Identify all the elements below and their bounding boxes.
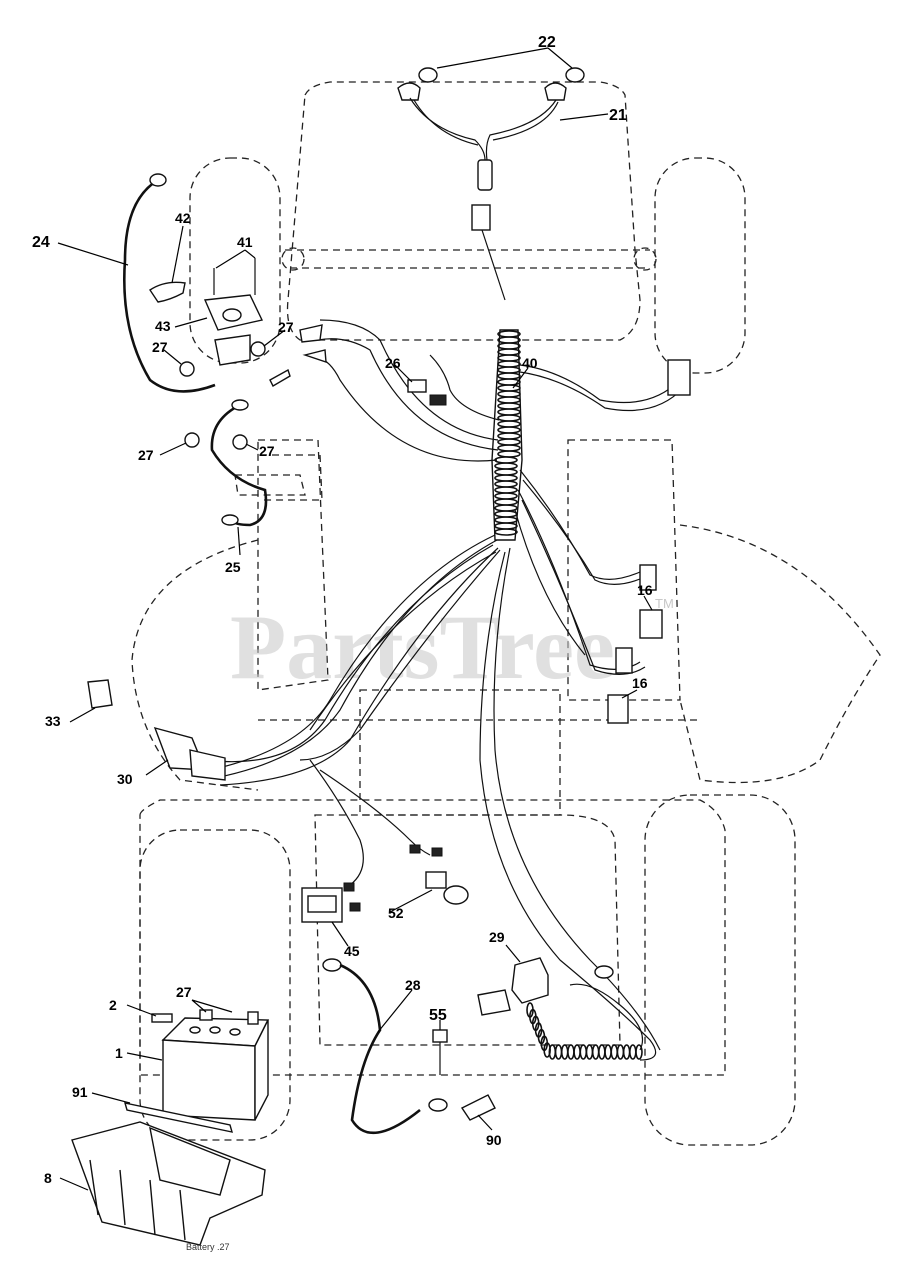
battery-1 — [151, 1009, 270, 1121]
strap-91 — [124, 1102, 233, 1133]
coil-loop — [560, 1044, 569, 1060]
coil-loop — [598, 1044, 606, 1060]
switch-33 — [87, 679, 113, 709]
callout-55: 55 — [429, 1007, 447, 1024]
headlight-assembly — [397, 67, 585, 301]
coil-loop — [567, 1044, 575, 1060]
callout-27-c: 27 — [138, 447, 154, 463]
coil-loop — [635, 1044, 643, 1060]
callout-2: 2 — [109, 997, 117, 1013]
callout-41: 41 — [237, 234, 253, 250]
battery-tray-8 — [71, 1121, 266, 1246]
solenoid-29 — [477, 957, 614, 1016]
starter-connector-30 — [153, 726, 226, 781]
callout-22: 22 — [538, 34, 556, 51]
callout-91: 91 — [72, 1084, 88, 1100]
coil-loop — [616, 1044, 625, 1060]
solenoid-assembly — [123, 173, 327, 527]
callout-1: 1 — [115, 1045, 123, 1061]
hour-meter-45 — [301, 887, 343, 923]
coil-loop — [585, 1044, 594, 1060]
coil-loop — [591, 1044, 600, 1060]
harness-bundle — [204, 319, 691, 1061]
callout-25: 25 — [225, 559, 241, 575]
callout-33: 33 — [45, 713, 61, 729]
callout-27-e: 27 — [176, 984, 192, 1000]
callout-16-a: 16 — [637, 582, 653, 598]
coil-loop — [573, 1044, 581, 1060]
callout-27-d: 27 — [259, 443, 275, 459]
callout-30: 30 — [117, 771, 133, 787]
coil-loop — [622, 1044, 631, 1060]
coiled-lead — [526, 1002, 643, 1060]
coil-loop — [554, 1044, 563, 1060]
callout-27-a: 27 — [278, 319, 294, 335]
callout-29: 29 — [489, 929, 505, 945]
coil-loop — [604, 1044, 612, 1060]
callout-90: 90 — [486, 1132, 502, 1148]
callout-21: 21 — [609, 107, 627, 124]
partstree-watermark: PartsTree — [230, 596, 615, 698]
lamp-52 — [343, 844, 469, 912]
callout-42: 42 — [175, 210, 191, 226]
callout-28: 28 — [405, 977, 421, 993]
connector-26 — [407, 379, 447, 406]
bolt-55 — [432, 1029, 448, 1075]
callout-16-b: 16 — [632, 675, 648, 691]
coil-loop — [629, 1044, 637, 1060]
coil-loop — [610, 1044, 619, 1060]
callout-40: 40 — [522, 355, 538, 371]
watermark-trademark: TM — [655, 596, 674, 611]
coil-loop — [579, 1044, 588, 1060]
callout-52: 52 — [388, 905, 404, 921]
battery-cable-28 — [322, 958, 448, 1135]
leader-lines — [57, 47, 653, 1191]
callout-26: 26 — [385, 355, 401, 371]
callout-27-b: 27 — [152, 339, 168, 355]
connector-16 — [607, 564, 663, 724]
part-90 — [460, 1094, 496, 1121]
battery-tray-mark: Battery .27 — [186, 1242, 230, 1252]
callout-labels: 22 21 24 42 41 43 27 27 27 27 26 40 25 1… — [32, 34, 653, 1186]
callout-24: 24 — [32, 234, 50, 251]
callout-45: 45 — [344, 943, 360, 959]
callout-43: 43 — [155, 318, 171, 334]
callout-8: 8 — [44, 1170, 52, 1186]
coil-ring — [494, 528, 518, 536]
